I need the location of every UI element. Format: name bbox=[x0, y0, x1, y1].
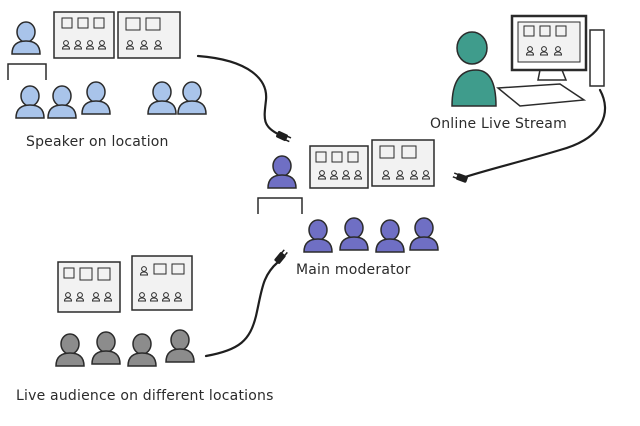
moderator-audience-person-icon bbox=[339, 217, 369, 251]
speaker-audience-person-icon bbox=[147, 81, 177, 115]
moderator-screens bbox=[309, 139, 435, 189]
speaker-podium bbox=[7, 63, 47, 80]
connector-cables bbox=[196, 54, 607, 358]
screen-icon bbox=[117, 11, 181, 59]
monitor-icon bbox=[510, 14, 605, 87]
cable-stream-to-moderator bbox=[460, 88, 607, 180]
screen-icon bbox=[371, 139, 435, 187]
moderator-group bbox=[257, 155, 439, 253]
speaker-audience-person-icon bbox=[47, 85, 77, 119]
moderator-audience-person-icon bbox=[303, 219, 333, 253]
audience-person-icon bbox=[165, 329, 195, 363]
audience-label: Live audience on different locations bbox=[16, 388, 274, 404]
stream-label: Online Live Stream bbox=[430, 116, 567, 132]
moderator-podium bbox=[257, 197, 303, 214]
stream-group bbox=[451, 14, 605, 107]
moderator-label: Main moderator bbox=[296, 262, 411, 278]
plug-icons bbox=[274, 130, 468, 264]
audience-screens bbox=[57, 255, 193, 313]
plug-icon bbox=[452, 172, 468, 183]
screen-icon bbox=[57, 261, 121, 313]
speaker-audience-person-icon bbox=[15, 85, 45, 119]
keyboard-icon bbox=[496, 83, 587, 107]
cable-speaker-to-moderator bbox=[196, 54, 280, 136]
moderator-person-icon bbox=[267, 155, 297, 189]
screen-icon bbox=[131, 255, 193, 311]
plug-icon bbox=[274, 249, 288, 264]
speaker-audience-person-icon bbox=[177, 81, 207, 115]
screen-icon bbox=[53, 11, 115, 59]
screen-icon bbox=[309, 145, 369, 189]
audience-person-icon bbox=[55, 333, 85, 367]
speaker-group bbox=[7, 21, 207, 119]
plug-icon bbox=[276, 130, 292, 143]
audience-group bbox=[55, 329, 195, 367]
audience-person-icon bbox=[127, 333, 157, 367]
cable-audience-to-moderator bbox=[204, 260, 280, 358]
speaker-person-icon bbox=[11, 21, 41, 55]
moderator-audience-person-icon bbox=[375, 219, 405, 253]
moderator-audience-person-icon bbox=[409, 217, 439, 251]
speaker-audience-person-icon bbox=[81, 81, 111, 115]
audience-person-icon bbox=[91, 331, 121, 365]
speaker-screens bbox=[53, 11, 181, 59]
speaker-label: Speaker on location bbox=[26, 134, 169, 150]
stream-person-icon bbox=[451, 31, 497, 107]
